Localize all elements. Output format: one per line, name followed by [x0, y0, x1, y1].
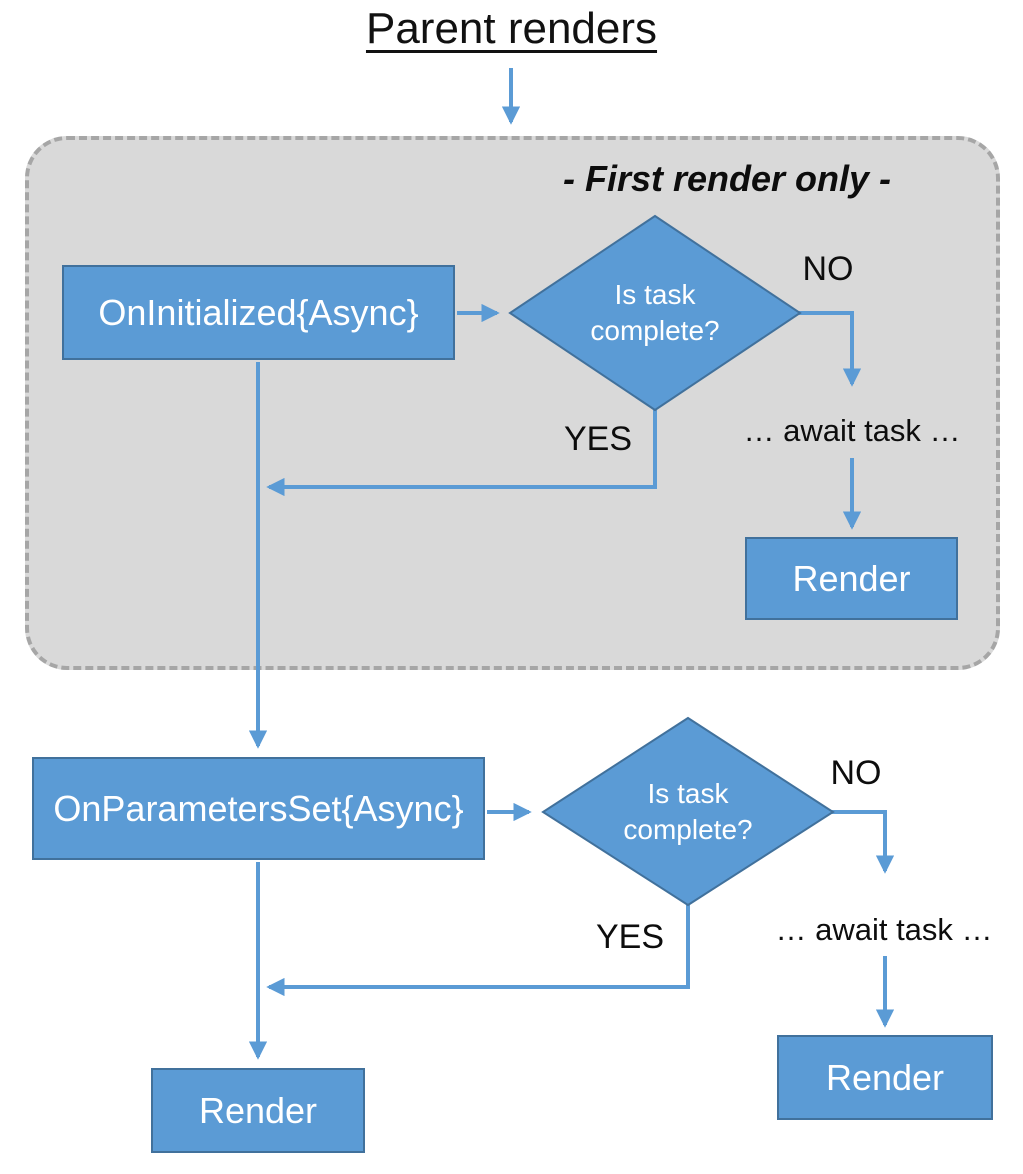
decision1-text: Is task complete?	[590, 278, 720, 346]
page-title: Parent renders	[365, 4, 658, 53]
onparametersset-box: OnParametersSet{Async}	[32, 757, 485, 860]
onparametersset-label: OnParametersSet{Async}	[53, 787, 464, 829]
decision1-yes-label: YES	[563, 420, 633, 458]
render-box-first-label: Render	[792, 557, 911, 599]
await-task-note-2: … await task …	[775, 912, 993, 947]
decision2-yes-label: YES	[595, 918, 665, 956]
render-box-first: Render	[745, 537, 958, 620]
first-render-group-label: - First render only -	[562, 158, 892, 199]
arrow-decision2-no-elbow	[831, 810, 895, 874]
decision2-no-label: NO	[830, 754, 882, 792]
render-box-no-path-label: Render	[825, 1056, 945, 1098]
oninitialized-label: OnInitialized{Async}	[98, 291, 419, 333]
render-box-no-path: Render	[777, 1035, 993, 1120]
decision2-text: Is task complete?	[623, 777, 753, 845]
decision1-no-label: NO	[802, 250, 854, 288]
render-box-yes-path-label: Render	[198, 1089, 318, 1131]
oninitialized-box: OnInitialized{Async}	[62, 265, 455, 360]
await-task-note-1: … await task …	[743, 413, 961, 448]
render-box-yes-path: Render	[151, 1068, 365, 1153]
